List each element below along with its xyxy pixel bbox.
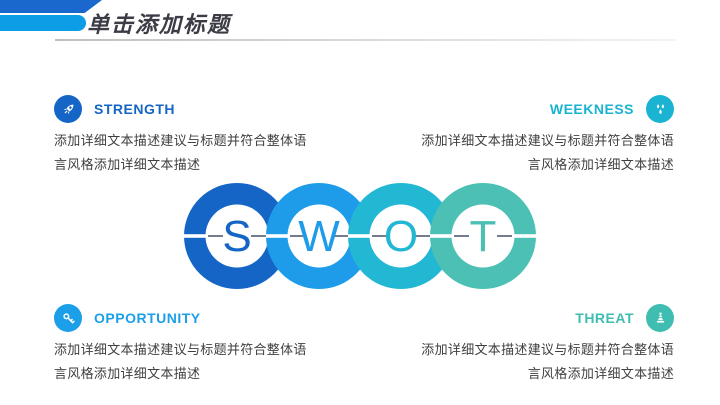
section-strength-body: 添加详细文本描述建议与标题并符合整体语 言风格添加详细文本描述	[54, 129, 354, 177]
body-line: 添加详细文本描述建议与标题并符合整体语	[421, 133, 674, 148]
section-strength-header: STRENGTH	[54, 95, 354, 123]
section-opportunity: OPPORTUNITY 添加详细文本描述建议与标题并符合整体语 言风格添加详细文…	[54, 304, 354, 386]
section-strength-label: STRENGTH	[94, 101, 175, 117]
swot-letter-w: W	[298, 212, 340, 261]
swot-letter-s: S	[222, 212, 251, 261]
rocket-icon	[54, 95, 82, 123]
section-weekness-label: WEEKNESS	[549, 101, 634, 117]
key-icon	[54, 304, 82, 332]
section-opportunity-label: OPPORTUNITY	[94, 310, 201, 326]
section-weekness-header: WEEKNESS	[374, 95, 674, 123]
water-drops-icon	[646, 95, 674, 123]
section-threat-body: 添加详细文本描述建议与标题并符合整体语 言风格添加详细文本描述	[374, 338, 674, 386]
body-line: 言风格添加详细文本描述	[527, 366, 674, 381]
section-opportunity-header: OPPORTUNITY	[54, 304, 354, 332]
body-line: 添加详细文本描述建议与标题并符合整体语	[54, 133, 307, 148]
body-line: 言风格添加详细文本描述	[527, 157, 674, 172]
section-threat: THREAT 添加详细文本描述建议与标题并符合整体语 言风格添加详细文本描述	[374, 304, 674, 386]
body-line: 言风格添加详细文本描述	[54, 366, 201, 381]
section-opportunity-body: 添加详细文本描述建议与标题并符合整体语 言风格添加详细文本描述	[54, 338, 354, 386]
section-weekness-body: 添加详细文本描述建议与标题并符合整体语 言风格添加详细文本描述	[374, 129, 674, 177]
swot-letter-o: O	[384, 212, 418, 261]
swot-rings-graphic: S W O T	[177, 183, 539, 289]
cone-icon	[646, 304, 674, 332]
body-line: 添加详细文本描述建议与标题并符合整体语	[54, 342, 307, 357]
title-divider	[55, 39, 675, 41]
section-strength: STRENGTH 添加详细文本描述建议与标题并符合整体语 言风格添加详细文本描述	[54, 95, 354, 177]
center-stripe	[177, 234, 539, 238]
header-accent-pill	[0, 15, 86, 31]
body-line: 言风格添加详细文本描述	[54, 157, 201, 172]
slide-title: 单击添加标题	[87, 12, 232, 37]
body-line: 添加详细文本描述建议与标题并符合整体语	[421, 342, 674, 357]
header-accent-bar	[0, 0, 102, 13]
section-threat-label: THREAT	[575, 310, 634, 326]
section-threat-header: THREAT	[374, 304, 674, 332]
section-weekness: WEEKNESS 添加详细文本描述建议与标题并符合整体语 言风格添加详细文本描述	[374, 95, 674, 177]
swot-letter-t: T	[470, 212, 497, 261]
